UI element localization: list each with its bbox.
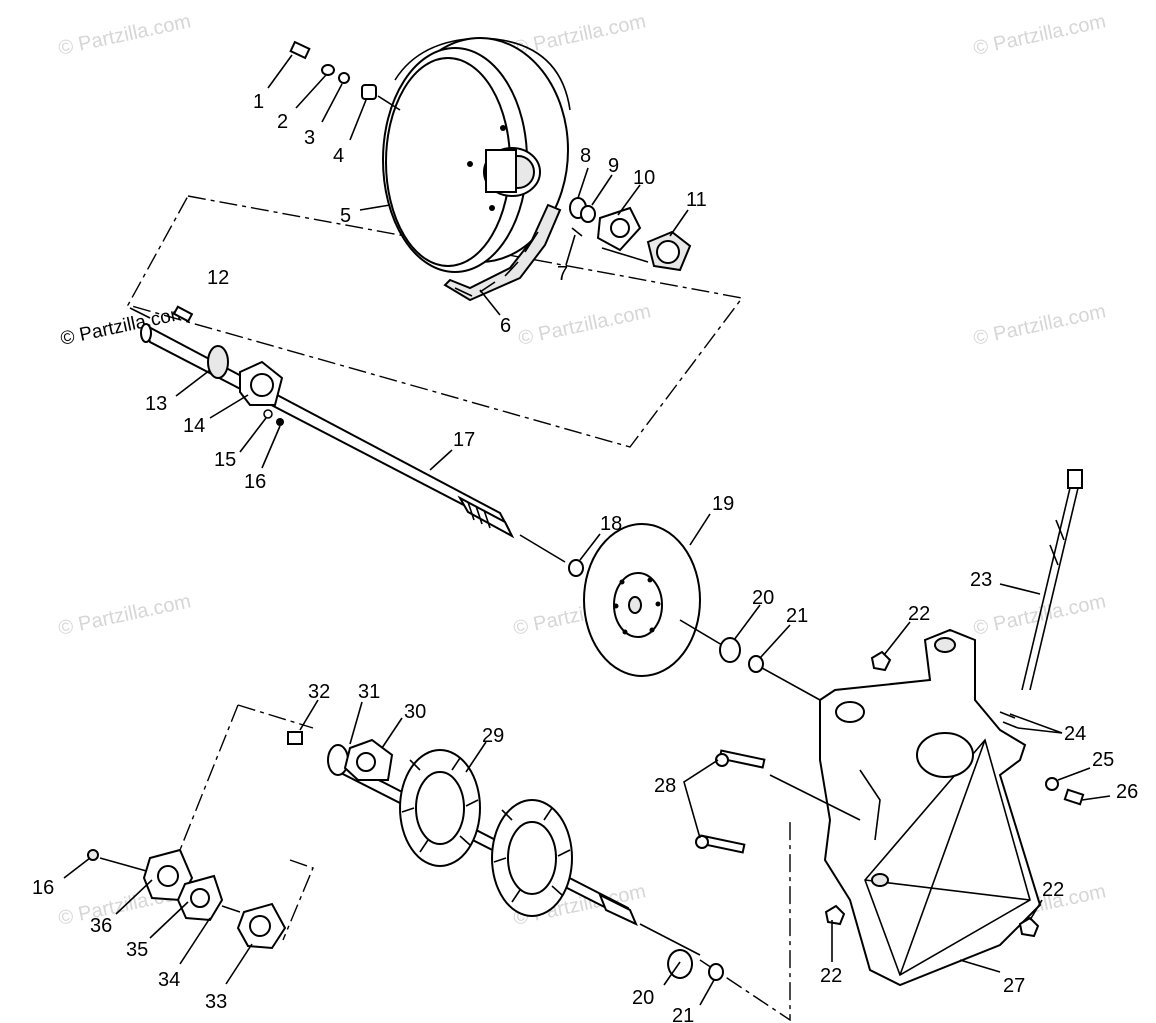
part-label-12: 12 xyxy=(207,267,229,289)
part-label-18: 18 xyxy=(600,513,622,535)
part-label-21: 21 xyxy=(786,605,808,627)
part-label-35: 35 xyxy=(126,939,148,961)
part-label-24: 24 xyxy=(1064,723,1086,745)
part-label-15: 15 xyxy=(214,449,236,471)
leader-lines xyxy=(63,54,1111,1006)
watermark: © Partzilla.com xyxy=(971,300,1107,350)
part-label-2: 2 xyxy=(277,111,288,133)
part-label-7: 7 xyxy=(557,263,568,285)
sprocket xyxy=(491,799,573,917)
part-label-28: 28 xyxy=(654,775,676,797)
part-label-20b: 20 xyxy=(632,987,654,1009)
sprocket xyxy=(399,749,481,867)
drive-chain xyxy=(443,203,562,302)
bearing-hardware xyxy=(569,197,692,272)
part-label-23: 23 xyxy=(970,569,992,591)
chaincase-hardware xyxy=(695,469,1085,938)
watermark: © Partzilla.com xyxy=(56,590,192,640)
part-label-16: 16 xyxy=(244,471,266,493)
chaincase xyxy=(819,628,1042,987)
track-driveshaft xyxy=(287,731,701,956)
watermark: © Partzilla.com xyxy=(511,10,647,60)
watermark: © Partzilla.com xyxy=(971,10,1107,60)
part-label-1: 1 xyxy=(253,91,264,113)
pulley-hardware xyxy=(289,40,401,111)
part-label-25: 25 xyxy=(1092,749,1114,771)
part-label-4: 4 xyxy=(333,145,344,167)
part-label-32: 32 xyxy=(308,681,330,703)
part-label-34: 34 xyxy=(158,969,180,991)
part-label-13: 13 xyxy=(145,393,167,415)
jackshaft xyxy=(129,305,515,539)
part-label-26: 26 xyxy=(1116,781,1138,803)
part-label-17: 17 xyxy=(453,429,475,451)
part-label-27: 27 xyxy=(1003,975,1025,997)
part-label-20: 20 xyxy=(752,587,774,609)
part-label-3: 3 xyxy=(304,127,315,149)
part-label-33: 33 xyxy=(205,991,227,1013)
part-label-31: 31 xyxy=(358,681,380,703)
part-label-16b: 16 xyxy=(32,877,54,899)
part-label-19: 19 xyxy=(712,493,734,515)
part-label-5: 5 xyxy=(340,205,351,227)
part-label-9: 9 xyxy=(608,155,619,177)
part-label-22: 22 xyxy=(908,603,930,625)
part-label-6: 6 xyxy=(500,315,511,337)
part-number-labels: 1 2 3 4 5 6 7 8 9 10 11 12 13 14 15 16 1… xyxy=(32,91,1138,1023)
part-label-22b: 22 xyxy=(820,965,842,987)
part-label-22c: 22 xyxy=(1042,879,1064,901)
watermark: © Partzilla.com xyxy=(516,300,652,350)
part-label-21b: 21 xyxy=(672,1005,694,1023)
bearing-flange-assembly xyxy=(87,848,724,981)
part-label-36: 36 xyxy=(90,915,112,937)
assembly-boundaries xyxy=(126,195,791,1022)
part-label-11: 11 xyxy=(686,189,707,211)
watermark: © Partzilla.com xyxy=(56,10,192,60)
part-label-30: 30 xyxy=(404,701,426,723)
part-label-8: 8 xyxy=(580,145,591,167)
driven-pulley xyxy=(382,37,571,273)
part-label-10: 10 xyxy=(633,167,655,189)
part-label-14: 14 xyxy=(183,415,205,437)
part-label-29: 29 xyxy=(482,725,504,747)
brake-disc xyxy=(519,523,821,701)
